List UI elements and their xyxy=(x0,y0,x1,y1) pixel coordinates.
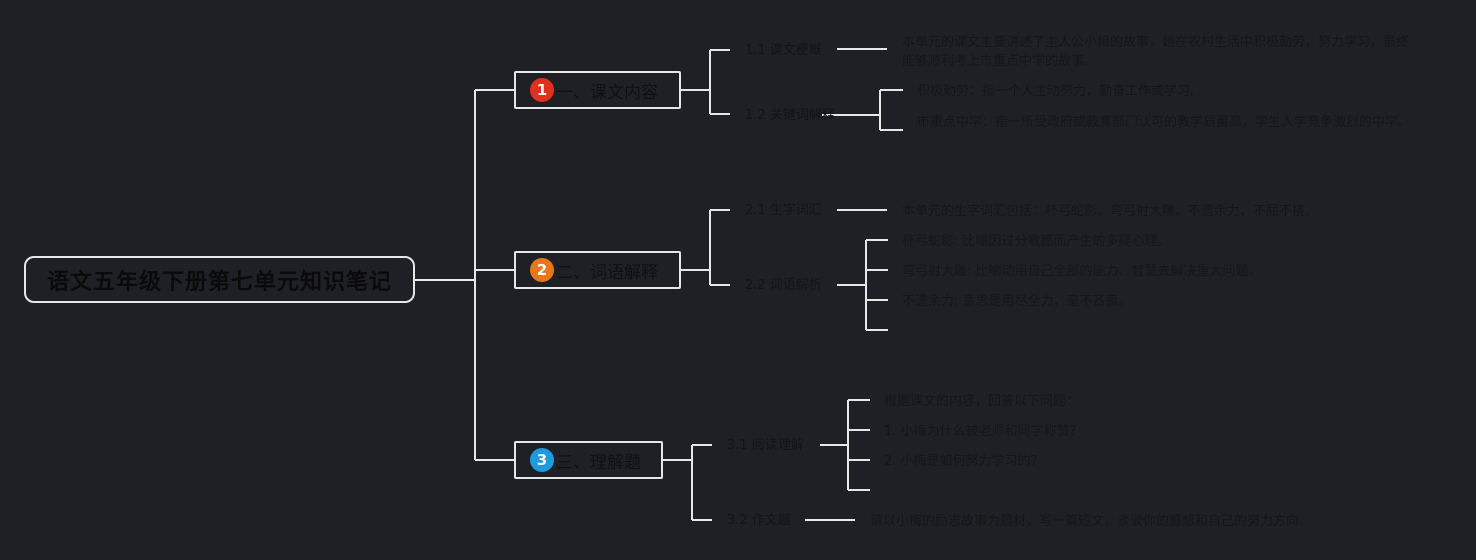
leaf-3-1-1: 根据课文的内容，回答以下问题： xyxy=(884,394,1080,409)
leaf-3-1-3: 2. 小梅是如何努力学习的？ xyxy=(884,454,1044,469)
subtopic-2-2[interactable]: 2.2 词语解析 xyxy=(745,278,822,293)
connector-topic-3 xyxy=(662,444,712,521)
leaf-1-1-1: 本单元的课文主要讲述了主人公小梅的故事，她在农村生活中积极勤劳，努力学习，最终能… xyxy=(902,35,1410,69)
root-title: 语文五年级下册第七单元知识笔记 xyxy=(46,269,392,295)
leaf-2-2-1: 杯弓蛇影: 比喻因过分敏感而产生的多疑心理。 xyxy=(902,234,1171,249)
subtopic-1-2[interactable]: 1.2 关键词解释 xyxy=(745,108,835,123)
number-badge-1: 1 xyxy=(530,78,554,102)
subtopic-1-1[interactable]: 1.1 课文梗概 xyxy=(745,43,822,58)
number-badge-2: 2 xyxy=(530,258,554,282)
leaf-2-1-1: 本单元的生字词汇包括：杯弓蛇影、弯弓射大雕、不遗余力、不屈不挠。 xyxy=(902,204,1319,219)
root-node[interactable]: 语文五年级下册第七单元知识笔记 xyxy=(24,256,415,303)
leaf-2-2-2: 弯弓射大雕: 比喻动用自己全部的能力、智慧去解决重大问题。 xyxy=(902,264,1262,279)
topic-title-2: 二、词语解释 xyxy=(556,262,658,283)
topic-node-2[interactable]: 2 二、词语解释 xyxy=(514,251,681,289)
leaf-3-2-1: 请以小梅的励志故事为题材，写一篇短文，谈谈你的感想和自己的努力方向。 xyxy=(870,514,1313,529)
connector-sub-3-1 xyxy=(820,399,870,491)
connector-sub-1-2 xyxy=(822,89,903,131)
number-badge-3: 3 xyxy=(530,448,554,472)
subtopic-3-2[interactable]: 3.2 作文题 xyxy=(727,513,791,528)
leaf-2-2-3: 不遗余力: 意思是用尽全力，毫不吝啬。 xyxy=(902,294,1132,309)
subtopic-2-1[interactable]: 2.1 生字词汇 xyxy=(745,203,822,218)
topic-node-1[interactable]: 1 一、课文内容 xyxy=(514,71,681,109)
topic-title-3: 三、理解题 xyxy=(556,452,641,473)
leaf-1-2-1: 积极勤劳：指一个人主动努力，勤奋工作或学习。 xyxy=(917,84,1204,99)
topic-title-1: 一、课文内容 xyxy=(556,82,658,103)
subtopic-3-1[interactable]: 3.1 阅读理解 xyxy=(727,438,804,453)
connector-sub-2-2 xyxy=(837,239,888,331)
topic-node-3[interactable]: 3 三、理解题 xyxy=(514,441,663,479)
connector-topic-2 xyxy=(680,209,730,286)
leaf-1-2-2: 市重点中学：指一所受政府或教育部门认可的教学质量高，学生入学竞争激烈的中学。 xyxy=(917,115,1412,130)
connector-topic-1 xyxy=(680,49,730,115)
leaf-3-1-2: 1. 小梅为什么被老师和同学称赞？ xyxy=(884,424,1083,439)
